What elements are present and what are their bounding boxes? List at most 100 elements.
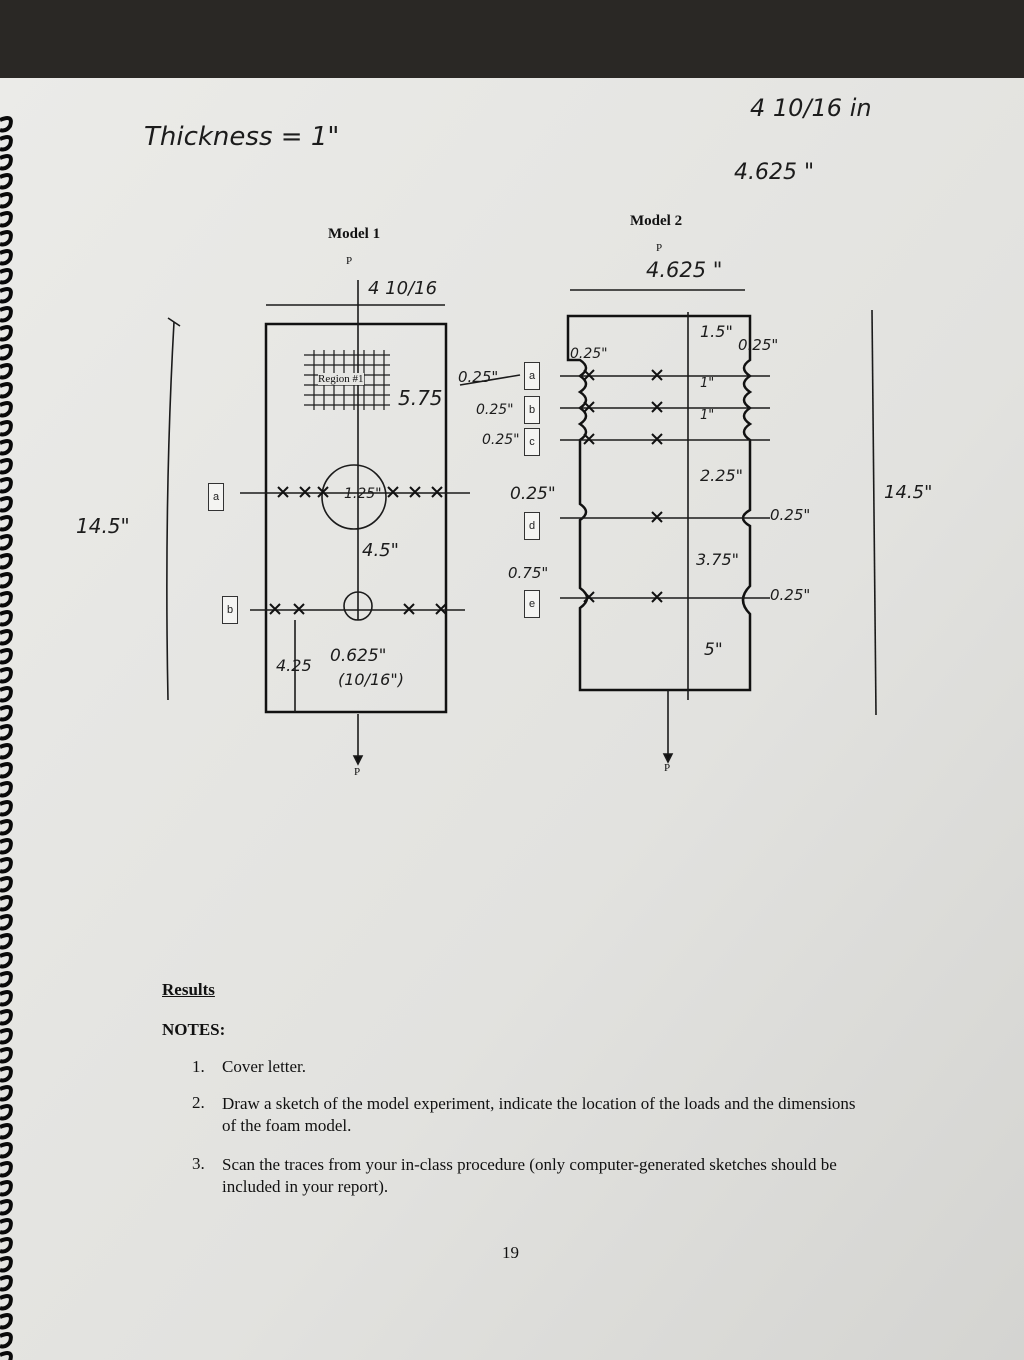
note-2-text: Draw a sketch of the model experiment, i… xyxy=(222,1094,856,1135)
model2-title: Model 2 xyxy=(630,213,683,229)
spiral-coil xyxy=(0,477,13,494)
spiral-coil xyxy=(0,895,13,912)
spiral-coil xyxy=(0,686,13,703)
notes-heading: NOTES: xyxy=(162,1020,226,1039)
hw-m2-1-5: 1.5" xyxy=(700,322,733,341)
spiral-coil xyxy=(0,1085,13,1102)
notebook-page xyxy=(0,78,1024,1360)
mid-label-b: b xyxy=(524,396,540,424)
spiral-coil xyxy=(0,344,13,361)
page-number: 19 xyxy=(502,1243,519,1262)
spiral-coil xyxy=(0,116,13,133)
spiral-coil xyxy=(0,1180,13,1197)
spiral-coil xyxy=(0,629,13,646)
hw-m1-4-25: 4.25 xyxy=(276,656,312,675)
spiral-coil xyxy=(0,743,13,760)
spiral-coil xyxy=(0,173,13,190)
note-1-text: Cover letter. xyxy=(222,1057,307,1076)
hw-m1-frac: (10/16") xyxy=(338,670,404,689)
spiral-coil xyxy=(0,952,13,969)
hw-top-decimal: 4.625 " xyxy=(734,160,815,185)
spiral-coil xyxy=(0,762,13,779)
hw-m1-0-625: 0.625" xyxy=(330,646,387,666)
spiral-coil xyxy=(0,1237,13,1254)
spiral-coil xyxy=(0,1332,13,1349)
spiral-coil xyxy=(0,154,13,171)
spiral-coil xyxy=(0,287,13,304)
spiral-coil xyxy=(0,838,13,855)
spiral-coil xyxy=(0,553,13,570)
hw-m1-width: 4 10/16 xyxy=(368,278,438,299)
spiral-coil xyxy=(0,306,13,323)
side-label-b: b xyxy=(222,596,238,624)
p-top-2: P xyxy=(656,242,663,254)
spiral-coil xyxy=(0,1313,13,1330)
spiral-coil xyxy=(0,1199,13,1216)
spiral-coil xyxy=(0,1028,13,1045)
mid-label-c: c xyxy=(524,428,540,456)
spiral-coil xyxy=(0,268,13,285)
spiral-coil xyxy=(0,211,13,228)
spiral-coil xyxy=(0,1066,13,1083)
spiral-coil xyxy=(0,1161,13,1178)
spiral-coil xyxy=(0,496,13,513)
hw-m2-0-25-r3: 0.25" xyxy=(770,586,811,604)
note-1-number: 1. xyxy=(192,1057,205,1076)
spiral-coil xyxy=(0,420,13,437)
spiral-coil xyxy=(0,971,13,988)
spiral-coil xyxy=(0,1218,13,1235)
spiral-coil xyxy=(0,1142,13,1159)
spiral-coil xyxy=(0,667,13,684)
hw-m2-5: 5" xyxy=(704,640,723,660)
hw-m2-0-25-left: 0.25" xyxy=(570,346,608,362)
hw-m2-1a: 1" xyxy=(700,376,715,391)
spiral-coil xyxy=(0,610,13,627)
hw-m2-1b: 1" xyxy=(700,408,715,423)
spiral-binding xyxy=(0,116,13,1360)
mid-label-e: e xyxy=(524,590,540,618)
p-bottom-1: P xyxy=(354,766,361,778)
spiral-coil xyxy=(0,382,13,399)
spiral-coil xyxy=(0,572,13,589)
spiral-coil xyxy=(0,990,13,1007)
hw-m1-1-25: 1.25" xyxy=(344,486,382,502)
spiral-coil xyxy=(0,857,13,874)
spiral-coil xyxy=(0,401,13,418)
spiral-coil xyxy=(0,534,13,551)
spiral-coil xyxy=(0,1275,13,1292)
hw-mid-0-25-b: 0.25" xyxy=(476,402,514,418)
spiral-coil xyxy=(0,1047,13,1064)
spiral-coil xyxy=(0,249,13,266)
note-3-number: 3. xyxy=(192,1154,205,1173)
spiral-coil xyxy=(0,914,13,931)
model1-title: Model 1 xyxy=(328,226,381,242)
note-3-text: Scan the traces from your in-class proce… xyxy=(222,1155,837,1196)
spiral-coil xyxy=(0,781,13,798)
spiral-coil xyxy=(0,1123,13,1140)
hw-right-height: 14.5" xyxy=(884,482,933,503)
spiral-coil xyxy=(0,705,13,722)
model1-beam xyxy=(264,322,448,714)
spiral-coil xyxy=(0,1256,13,1273)
hw-mid-0-25-a: 0.25" xyxy=(458,368,499,386)
mid-label-d: d xyxy=(524,512,540,540)
region-label: Region #1 xyxy=(318,373,364,385)
spiral-coil xyxy=(0,800,13,817)
spiral-coil xyxy=(0,135,13,152)
hw-m2-3-75: 3.75" xyxy=(696,550,739,569)
spiral-coil xyxy=(0,648,13,665)
spiral-coil xyxy=(0,1104,13,1121)
hw-mid-0-75: 0.75" xyxy=(508,564,549,582)
spiral-coil xyxy=(0,192,13,209)
spiral-coil xyxy=(0,1009,13,1026)
spiral-coil xyxy=(0,458,13,475)
hw-m2-0-25-right: 0.25" xyxy=(738,336,779,354)
spiral-coil xyxy=(0,876,13,893)
results-heading: Results xyxy=(162,980,215,999)
spiral-coil xyxy=(0,515,13,532)
spiral-coil xyxy=(0,230,13,247)
spiral-coil xyxy=(0,325,13,342)
page-background xyxy=(0,78,1024,1360)
hw-mid-0-25-c: 0.25" xyxy=(482,432,520,448)
